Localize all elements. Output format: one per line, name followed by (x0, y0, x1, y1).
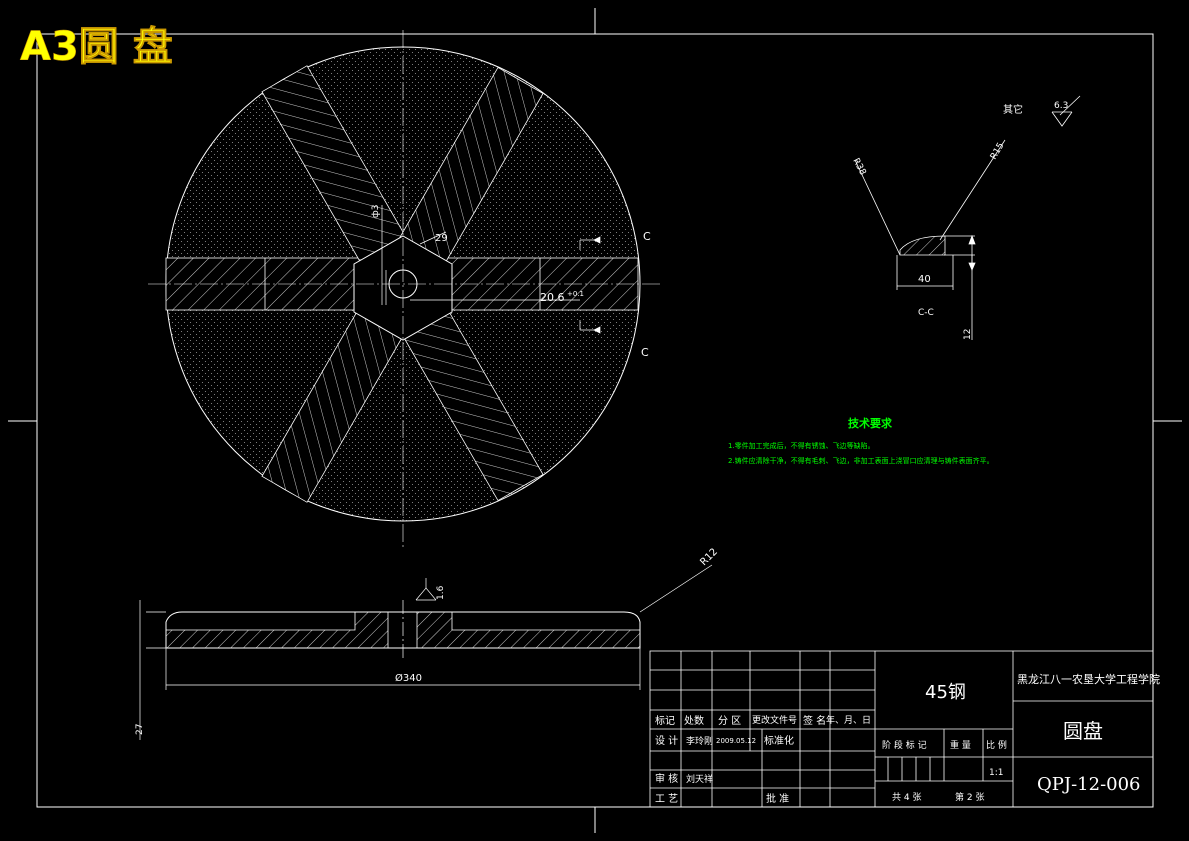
tb-school: 黑龙江八一农垦大学工程学院 (1017, 672, 1160, 686)
side-view (139, 564, 713, 740)
roughness-value: 6.3 (1054, 101, 1068, 111)
tb-hdr-doc: 更改文件号 (752, 714, 797, 726)
tb-process-label: 工 艺 (655, 793, 678, 805)
side-diameter: Ø340 (395, 672, 422, 684)
tb-material: 45钢 (925, 682, 966, 703)
section-mark-top: C (643, 230, 651, 243)
notes-heading: 技术要求 (848, 416, 893, 430)
side-radius: R12 (698, 546, 720, 568)
dim-height: ф3 (371, 205, 381, 218)
tb-design-date: 2009.05.12 (716, 737, 756, 745)
tb-weight-label: 重 量 (950, 739, 971, 751)
radius-left: R38 (850, 157, 867, 178)
notes-line-1: 1.零件加工完成后，不得有锈蚀、飞边等缺陷。 (728, 441, 875, 450)
tb-sheets-total: 共 4 张 (892, 792, 921, 803)
dim-bore: 20.6 (540, 291, 565, 304)
sheet-border (8, 8, 1182, 833)
tb-review-label: 审 核 (655, 772, 678, 785)
tb-hdr-date: 年、月、日 (826, 714, 871, 726)
tb-hdr-mark: 标记 (655, 715, 675, 727)
front-dims (381, 205, 601, 334)
tb-stage-label: 阶 段 标 记 (882, 739, 927, 751)
tb-drawing-no: QPJ-12-006 (1037, 774, 1141, 795)
tb-scale: 1:1 (989, 768, 1003, 778)
center-lines (148, 30, 660, 548)
side-roughness: 1.6 (436, 585, 446, 600)
front-view: ф3 29 20.6 +0.1 C C (148, 30, 660, 548)
tb-part-name: 圆盘 (1063, 719, 1103, 743)
tb-design-label: 设 计 (655, 734, 678, 747)
tb-sheet-no: 第 2 张 (955, 791, 984, 803)
section-mark-bottom: C (641, 346, 649, 359)
side-thickness: 27 (135, 724, 145, 735)
section-detail (854, 95, 1081, 340)
tb-hdr-count: 处数 (684, 714, 704, 727)
section-height: 12 (963, 329, 973, 340)
tb-scale-label: 比 例 (986, 739, 1007, 751)
tb-approve-label: 批 准 (766, 792, 789, 805)
dim-bore-tol: +0.1 (567, 290, 584, 298)
section-width: 40 (918, 274, 931, 285)
tb-hdr-sign: 签 名 (803, 714, 826, 727)
technical-notes: 技术要求 1.零件加工完成后，不得有锈蚀、飞边等缺陷。 2.铸件应清除干净，不得… (728, 416, 994, 465)
tb-hdr-zone: 分 区 (718, 715, 741, 727)
title-block-text: 标记 处数 分 区 更改文件号 签 名 年、月、日 设 计 李玲刚 2009.0… (655, 672, 1160, 805)
radius-right: R15 (989, 141, 1007, 161)
notes-line-2: 2.铸件应清除干净，不得有毛刺、飞边，非加工表面上浇冒口应清理与铸件表面齐平。 (728, 456, 994, 465)
tb-reviewer: 刘天祥 (686, 773, 713, 785)
section-view-label: C-C (918, 308, 934, 318)
roughness-label: 其它 (1003, 103, 1023, 116)
tb-designer: 李玲刚 (686, 735, 713, 747)
sheet-title: A3圆 盘 (20, 24, 173, 70)
tb-standard: 标准化 (764, 734, 794, 747)
title-block (649, 650, 1154, 808)
dim-hex: 29 (435, 233, 448, 244)
